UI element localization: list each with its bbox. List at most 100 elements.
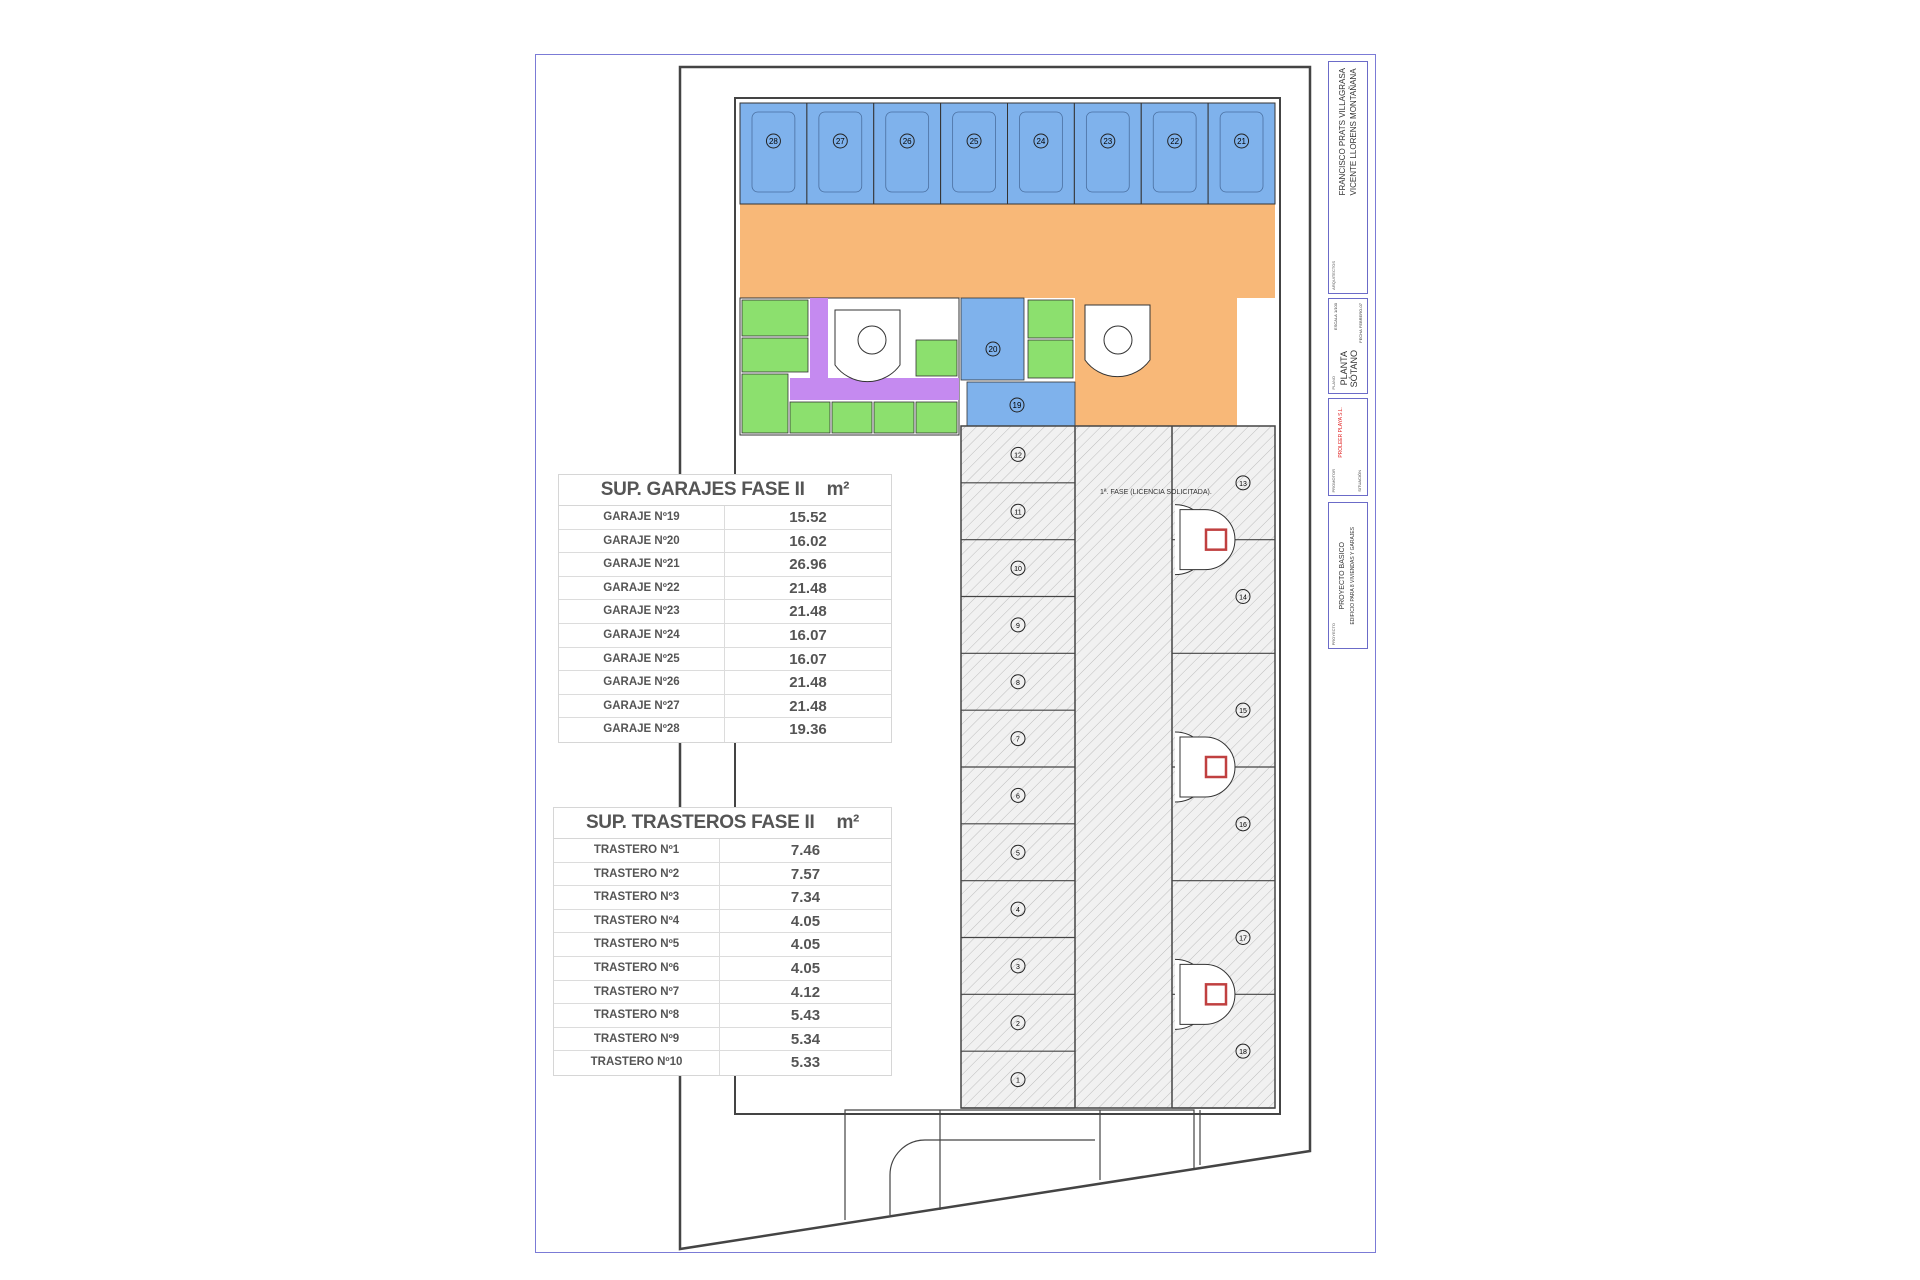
row-label: TRASTERO Nº6 <box>554 956 720 980</box>
project-box: PROYECTO PROYECTO BASICO EDIFICIO PARA 8… <box>1328 502 1368 649</box>
promotor-label: PROMOTOR <box>1331 468 1336 492</box>
space-number: 3 <box>1016 964 1020 971</box>
space-number: 6 <box>1016 793 1020 800</box>
garage-bay <box>873 102 942 205</box>
row-label: GARAJE Nº27 <box>559 694 725 718</box>
garage-number: 20 <box>989 345 998 354</box>
row-value: 21.48 <box>789 603 827 621</box>
space-number-circle <box>1235 589 1251 604</box>
garage-number: 24 <box>1036 137 1045 146</box>
space-number-circle <box>1010 731 1026 747</box>
plan-label: PLANO <box>1331 376 1336 390</box>
row-value: 7.46 <box>790 842 821 859</box>
spiral-stair <box>834 309 901 383</box>
corridor <box>790 378 959 400</box>
spiral-stair <box>1179 736 1236 798</box>
space-number: 13 <box>1239 481 1247 488</box>
garage-number: 28 <box>769 137 778 146</box>
storage-room <box>1027 339 1074 379</box>
table-title-text: SUP. GARAJES FASE II <box>600 479 805 500</box>
space-number-circle <box>1010 503 1026 519</box>
space-number: 14 <box>1239 595 1247 602</box>
space-number: 12 <box>1014 452 1022 459</box>
garage-number-circle <box>765 133 781 149</box>
promotor-name: PROLEER PLAYA S.L. <box>1338 407 1344 458</box>
storage-room <box>741 337 809 373</box>
row-value: 15.52 <box>789 509 827 526</box>
space-number-circle <box>1010 901 1026 917</box>
project-title: PROYECTO BASICO <box>1339 541 1346 610</box>
space-number: 17 <box>1239 936 1247 943</box>
row-value: 4.05 <box>790 959 821 977</box>
storage-room <box>1027 299 1074 339</box>
promotor-box: PROMOTOR PROLEER PLAYA S.L. SITUACIÓN <box>1328 398 1368 496</box>
storage-room <box>873 401 915 434</box>
space-number-circle <box>1010 958 1026 974</box>
car-outline-icon <box>751 111 796 193</box>
garage-number: 23 <box>1103 137 1112 146</box>
row-value: 4.05 <box>790 912 821 930</box>
table-row: GARAJE Nº23 21.48 <box>559 600 891 624</box>
row-label: TRASTERO Nº1 <box>554 839 720 862</box>
garage-bay <box>1140 102 1209 205</box>
garage-bay <box>806 102 875 205</box>
space-number-circle <box>1235 475 1251 491</box>
row-label: TRASTERO Nº3 <box>554 886 720 909</box>
corridor <box>810 298 828 378</box>
spiral-stair <box>1084 304 1151 378</box>
garage-20-area <box>960 297 1025 381</box>
garage-number: 22 <box>1170 137 1179 146</box>
row-label: GARAJE Nº25 <box>559 647 725 671</box>
storage-room <box>915 339 958 377</box>
row-label: TRASTERO Nº2 <box>554 862 720 886</box>
garage-number-circle <box>832 133 848 149</box>
stair-core <box>1204 755 1228 779</box>
garage-bay <box>739 102 808 205</box>
garage-bay <box>1007 102 1075 205</box>
row-value: 5.43 <box>790 1007 821 1025</box>
row-label: TRASTERO Nº5 <box>554 933 720 956</box>
architect-name: VICENTE LLORENS MONTAÑANA <box>1349 68 1358 196</box>
row-value: 16.07 <box>789 626 827 644</box>
row-label: GARAJE Nº20 <box>559 529 725 553</box>
table-title-text: SUP. TRASTEROS FASE II <box>585 812 815 833</box>
entrance-ramp <box>844 1109 1201 1220</box>
row-label: GARAJE Nº22 <box>559 576 725 600</box>
garage-number-circle <box>966 133 982 149</box>
storage-block <box>739 297 1151 436</box>
row-value: 21.48 <box>789 697 827 715</box>
space-number-circle <box>1010 617 1026 633</box>
car-outline-icon <box>1085 111 1130 193</box>
space-number: 15 <box>1239 708 1247 715</box>
space-number: 7 <box>1016 737 1020 744</box>
date-label: FECHA <box>1358 329 1363 343</box>
row-value: 4.12 <box>790 983 821 1001</box>
row-label: TRASTERO Nº8 <box>554 1004 720 1027</box>
space-number-circle <box>1010 446 1026 462</box>
garage-number-circle <box>899 133 915 149</box>
plan-name: PLANTA <box>1339 351 1349 386</box>
storage-room <box>741 299 809 337</box>
architects-box: ARQUITECTOS FRANCISCO PRATS VILLAGRASA V… <box>1328 61 1368 294</box>
space-number: 11 <box>1014 509 1021 516</box>
row-label: GARAJE Nº28 <box>559 718 725 742</box>
location-label: SITUACIÓN <box>1357 470 1362 492</box>
space-number-circle <box>1010 674 1026 690</box>
row-label: GARAJE Nº23 <box>559 600 725 623</box>
row-label: TRASTERO Nº10 <box>554 1051 720 1075</box>
spiral-stair <box>1179 509 1236 571</box>
